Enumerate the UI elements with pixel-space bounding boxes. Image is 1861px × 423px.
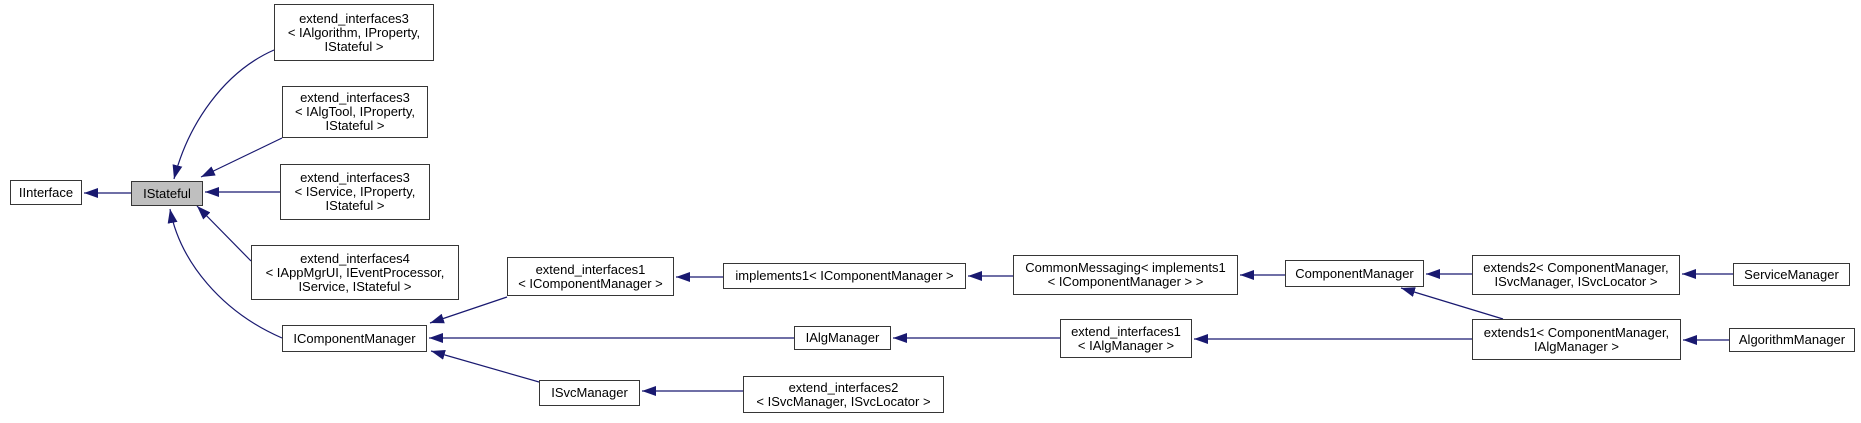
node-implements1-icomponentmanager[interactable]: implements1< IComponentManager > [723,263,966,289]
node-extend-interfaces1-ialgmanager[interactable]: extend_interfaces1 < IAlgManager > [1060,319,1192,358]
node-extend-interfaces2-isvcmanager[interactable]: extend_interfaces2 < ISvcManager, ISvcLo… [743,376,944,413]
edge-ei3-algtool-to-istateful [200,137,283,178]
node-componentmanager[interactable]: ComponentManager [1285,260,1424,287]
node-extend-interfaces1-icomponentmanager[interactable]: extend_interfaces1 < IComponentManager > [507,257,674,296]
edge-ei3-algorithm-to-istateful [172,49,275,180]
node-extend-interfaces4-iappmgrui[interactable]: extend_interfaces4 < IAppMgrUI, IEventPr… [251,245,459,300]
node-servicemanager[interactable]: ServiceManager [1733,263,1850,286]
node-extend-interfaces3-ialgtool[interactable]: extend_interfaces3 < IAlgTool, IProperty… [282,86,428,138]
node-extend-interfaces3-iservice[interactable]: extend_interfaces3 < IService, IProperty… [280,164,430,220]
node-commonmessaging-implements1[interactable]: CommonMessaging< implements1 < IComponen… [1013,255,1238,295]
edge-isvcmanager-to-icomponentmanager [430,350,540,383]
edge-ei4-appmgrui-to-istateful [196,205,252,262]
node-istateful: IStateful [131,181,203,206]
node-extend-interfaces3-ialgorithm[interactable]: extend_interfaces3 < IAlgorithm, IProper… [274,4,434,61]
node-extends2-componentmanager[interactable]: extends2< ComponentManager, ISvcManager,… [1472,255,1680,295]
node-iinterface[interactable]: IInterface [10,180,82,205]
node-extends1-componentmanager[interactable]: extends1< ComponentManager, IAlgManager … [1472,319,1681,360]
node-icomponentmanager[interactable]: IComponentManager [282,325,427,352]
edge-ei1-icomponentmanager-to-icomponentmanager [429,296,508,324]
node-ialgmanager[interactable]: IAlgManager [794,326,891,350]
node-algorithmmanager[interactable]: AlgorithmManager [1729,328,1855,352]
node-isvcmanager[interactable]: ISvcManager [539,380,640,406]
